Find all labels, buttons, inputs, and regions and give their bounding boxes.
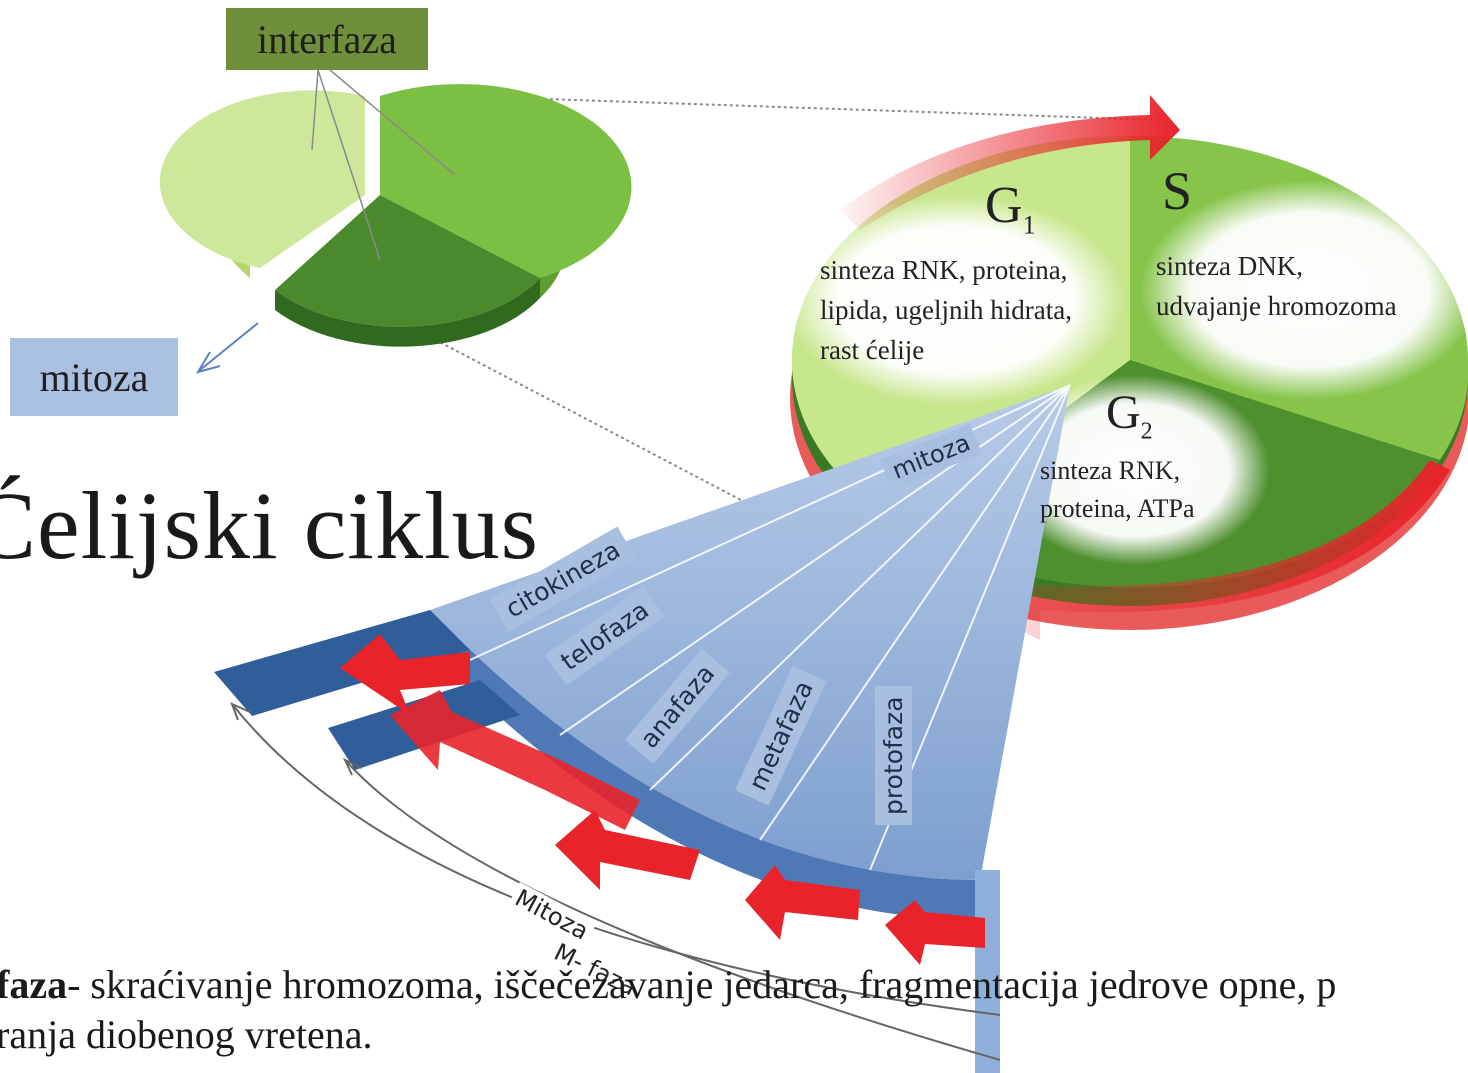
red-cycle-arrow-top xyxy=(840,95,1180,230)
small-pie xyxy=(159,69,632,347)
fan-wall-outer xyxy=(214,610,470,716)
mitoza-label: mitoza xyxy=(10,338,178,416)
g2-description: sinteza RNK, proteina, ATPa xyxy=(1040,456,1195,523)
g1-description: sinteza RNK, proteina, lipida, ugeljnih … xyxy=(820,255,1072,365)
mitoza-pointer-arrow xyxy=(195,322,259,374)
page-title: Ćelijski ciklus xyxy=(0,472,539,579)
interfaza-label: interfaza xyxy=(226,8,428,70)
s-title: S xyxy=(1162,161,1193,221)
red-cycle-arrow-bottom xyxy=(958,460,1450,640)
s-description: sinteza DNK, udvajanje hromozoma xyxy=(1156,251,1397,321)
g2-title: G2 xyxy=(1106,386,1153,445)
g1-title: G1 xyxy=(985,177,1036,240)
phase-protofaza: protofaza xyxy=(875,686,912,825)
mitosis-red-arrows xyxy=(340,634,985,965)
footnote-text: faza- skraćivanje hromozoma, iščečezavan… xyxy=(0,962,1337,1057)
